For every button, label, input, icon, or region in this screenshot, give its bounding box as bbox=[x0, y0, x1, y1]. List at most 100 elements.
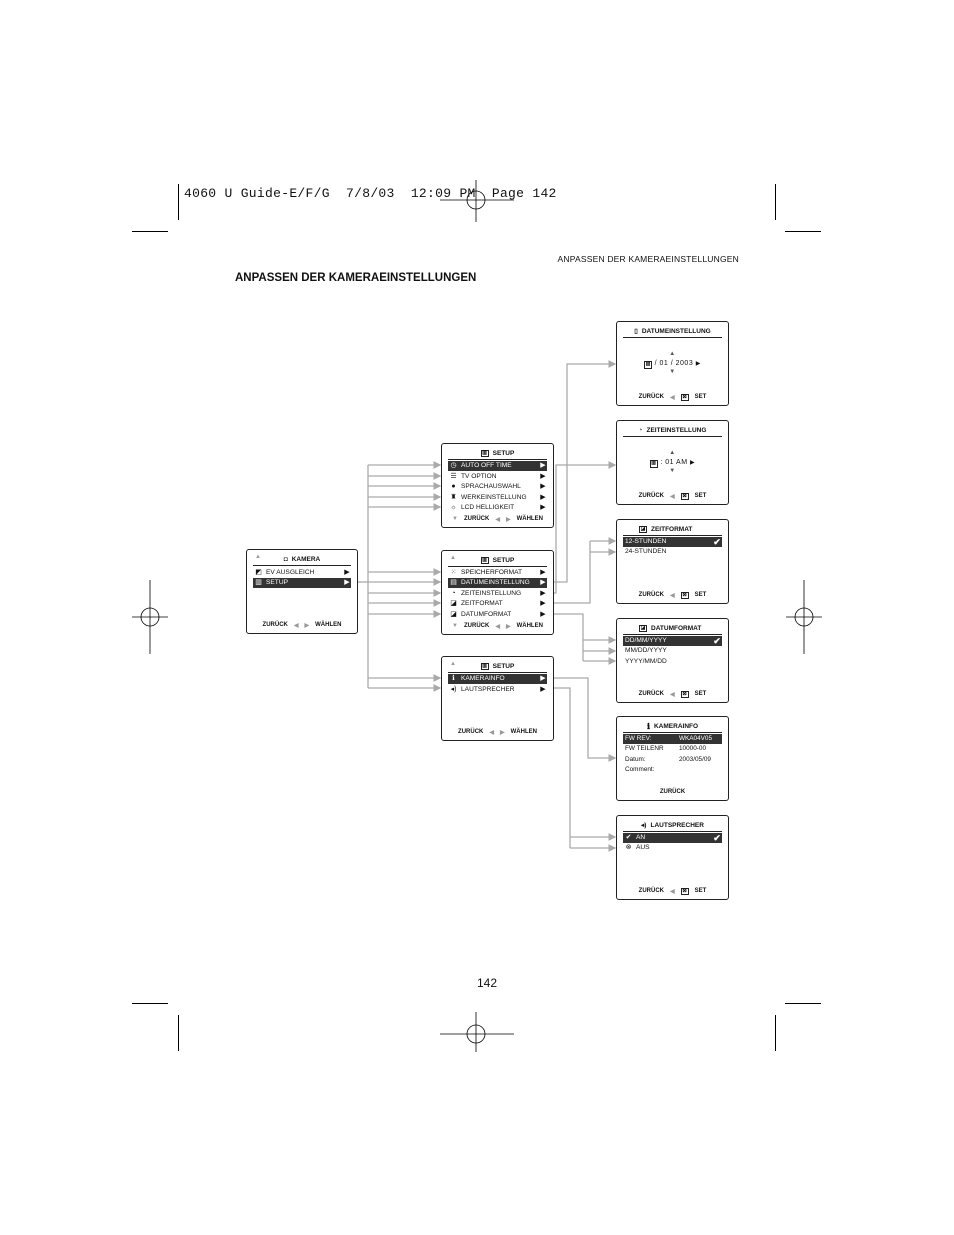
hour-field-box[interactable]: ▥ bbox=[649, 460, 658, 468]
left-arrow-icon: ◀ bbox=[670, 888, 675, 895]
arrow-right-icon: ▶ bbox=[540, 494, 546, 501]
screen-footer: ZURÜCK ◀ ⊠ SET bbox=[623, 590, 722, 600]
left-arrow-icon: ◀ bbox=[670, 394, 675, 401]
time-format-icon: ◪ bbox=[639, 525, 647, 533]
menu-item-tv-option[interactable]: ☰TV OPTION▶ bbox=[448, 472, 547, 482]
set-label[interactable]: SET bbox=[694, 394, 707, 400]
menu-item-lautsprecher[interactable]: ◂)LAUTSPRECHER▶ bbox=[448, 685, 547, 695]
screen-title: KAMERA bbox=[291, 555, 321, 563]
scroll-up-icon: ▲ bbox=[450, 661, 456, 667]
menu-item-sprachauswahl[interactable]: ●SPRACHAUSWAHL▶ bbox=[448, 482, 547, 492]
back-label[interactable]: ZURÜCK bbox=[458, 729, 484, 735]
option-an[interactable]: ✔AN✔ bbox=[623, 833, 722, 843]
screen-header: ℹ KAMERAINFO bbox=[623, 720, 722, 733]
back-label[interactable]: ZURÜCK bbox=[464, 623, 490, 629]
date-value[interactable]: ▥ / 01 / 2003 ▶ bbox=[644, 360, 701, 369]
screen-footer: ZURÜCK ◀ ⊠ SET bbox=[623, 886, 722, 896]
select-label[interactable]: WÄHLEN bbox=[516, 516, 543, 522]
option-yyyy-mm-dd[interactable]: YYYY/MM/DD bbox=[625, 658, 667, 665]
clock-icon: ◔ bbox=[451, 590, 456, 597]
select-label[interactable]: WÄHLEN bbox=[315, 622, 342, 628]
back-label[interactable]: ZURÜCK bbox=[638, 592, 665, 598]
left-arrow-icon: ◀ bbox=[293, 622, 299, 629]
info-row-datum: Datum:2003/05/09 bbox=[625, 756, 711, 763]
lautsprecher-screen: ◂) LAUTSPRECHER ✔AN✔ ⊗AUS ZURÜCK ◀ ⊠ SET bbox=[616, 815, 729, 900]
option-mm-dd-yyyy[interactable]: MM/DD/YYYY bbox=[625, 647, 667, 654]
select-label[interactable]: WÄHLEN bbox=[516, 623, 543, 629]
info-row-comment: Comment: bbox=[625, 766, 655, 773]
clock-icon: ◔ bbox=[638, 426, 643, 434]
select-label[interactable]: WÄHLEN bbox=[510, 729, 537, 735]
right-arrow-icon: ▶ bbox=[304, 622, 310, 629]
back-label[interactable]: ZURÜCK bbox=[638, 888, 665, 894]
kamera-menu-screen: ▲ ◘ KAMERA ◩ EV AUSGLEICH ▶ ▥ SETUP ▶ ZU… bbox=[246, 549, 358, 634]
menu-item-ev-ausgleich[interactable]: ◩ EV AUSGLEICH ▶ bbox=[253, 568, 351, 578]
back-label[interactable]: ZURÜCK bbox=[638, 394, 665, 400]
check-icon: ✔ bbox=[625, 834, 632, 841]
menu-item-datumeinstellung[interactable]: ▤DATUMEINSTELLUNG▶ bbox=[448, 578, 547, 588]
screen-footer: ZURÜCK ◀ ⊠ SET bbox=[623, 689, 722, 699]
menu-item-speicherformat[interactable]: ⁙SPEICHERFORMAT▶ bbox=[448, 568, 547, 578]
crop-mark bbox=[132, 1003, 168, 1004]
speaker-icon: ◂) bbox=[450, 686, 457, 693]
arrow-right-icon: ▶ bbox=[540, 504, 546, 511]
screen-footer: ZURÜCK bbox=[623, 787, 722, 797]
option-dd-mm-yyyy[interactable]: DD/MM/YYYY✔ bbox=[623, 636, 722, 646]
arrow-right-icon: ▶ bbox=[540, 611, 546, 618]
decrease-arrow-icon[interactable]: ▼ bbox=[669, 468, 676, 474]
arrow-right-icon: ▶ bbox=[540, 590, 546, 597]
memory-icon: ⁙ bbox=[450, 569, 457, 576]
left-arrow-icon: ◀ bbox=[489, 729, 494, 736]
option-12-stunden[interactable]: 12-STUNDEN✔ bbox=[623, 537, 722, 547]
arrow-right-icon: ▶ bbox=[690, 460, 696, 466]
ok-icon: ⊠ bbox=[680, 591, 689, 599]
setup-icon: ▥ bbox=[480, 662, 489, 670]
back-label[interactable]: ZURÜCK bbox=[464, 516, 490, 522]
print-slug: 4060 U Guide-E/F/G 7/8/03 12:09 PM Page … bbox=[184, 186, 557, 201]
menu-item-datumformat[interactable]: ◪DATUMFORMAT▶ bbox=[448, 610, 547, 620]
right-arrow-icon: ▶ bbox=[505, 623, 511, 630]
option-aus[interactable]: ⊗AUS bbox=[623, 843, 722, 853]
menu-item-lcd-helligkeit[interactable]: ☼LCD HELLIGKEIT▶ bbox=[448, 503, 547, 513]
tv-icon: ☰ bbox=[450, 473, 457, 480]
set-label[interactable]: SET bbox=[694, 592, 707, 598]
menu-item-werkeinstellung[interactable]: ♜WERKEINSTELLUNG▶ bbox=[448, 493, 547, 503]
set-label[interactable]: SET bbox=[694, 493, 707, 499]
screen-footer: ▼ ZURÜCK ◀ ▶ WÄHLEN bbox=[448, 514, 547, 524]
back-label[interactable]: ZURÜCK bbox=[262, 622, 288, 628]
option-24-stunden[interactable]: 24-STUNDEN bbox=[625, 548, 667, 555]
menu-item-zeitformat[interactable]: ◪ZEITFORMAT▶ bbox=[448, 599, 547, 609]
left-arrow-icon: ◀ bbox=[670, 493, 675, 500]
ev-icon: ◩ bbox=[255, 569, 262, 576]
day-field-box[interactable]: ▥ bbox=[644, 361, 653, 369]
back-label[interactable]: ZURÜCK bbox=[638, 691, 665, 697]
increase-arrow-icon[interactable]: ▲ bbox=[669, 450, 676, 456]
ok-icon: ⊠ bbox=[680, 492, 689, 500]
screen-header: ◘ KAMERA bbox=[253, 553, 351, 566]
check-icon: ✔ bbox=[713, 833, 721, 843]
datumformat-screen: ◪ DATUMFORMAT DD/MM/YYYY✔ MM/DD/YYYY YYY… bbox=[616, 618, 729, 703]
page-title: ANPASSEN DER KAMERAEINSTELLUNGEN bbox=[235, 272, 477, 284]
arrow-right-icon: ▶ bbox=[344, 569, 350, 576]
decrease-arrow-icon[interactable]: ▼ bbox=[669, 369, 676, 375]
back-label[interactable]: ZURÜCK bbox=[638, 493, 665, 499]
arrow-right-icon: ▶ bbox=[540, 462, 546, 469]
set-label[interactable]: SET bbox=[694, 888, 707, 894]
back-label[interactable]: ZURÜCK bbox=[659, 789, 686, 795]
time-value[interactable]: ▥ : 01 AM ▶ bbox=[649, 459, 696, 468]
arrow-right-icon: ▶ bbox=[344, 579, 350, 586]
menu-item-auto-off-time[interactable]: ◷AUTO OFF TIME▶ bbox=[448, 461, 547, 471]
menu-item-zeiteinstellung[interactable]: ◔ZEITEINSTELLUNG▶ bbox=[448, 589, 547, 599]
crop-mark bbox=[132, 231, 168, 232]
set-label[interactable]: SET bbox=[694, 691, 707, 697]
camera-icon: ◘ bbox=[283, 555, 288, 563]
setup-icon: ▥ bbox=[255, 579, 262, 586]
info-icon: ℹ bbox=[452, 675, 455, 682]
increase-arrow-icon[interactable]: ▲ bbox=[669, 351, 676, 357]
menu-item-setup[interactable]: ▥ SETUP ▶ bbox=[253, 578, 351, 588]
screen-header: ◪ DATUMFORMAT bbox=[623, 622, 722, 635]
screen-header: ▯ DATUMEINSTELLUNG bbox=[623, 325, 722, 338]
